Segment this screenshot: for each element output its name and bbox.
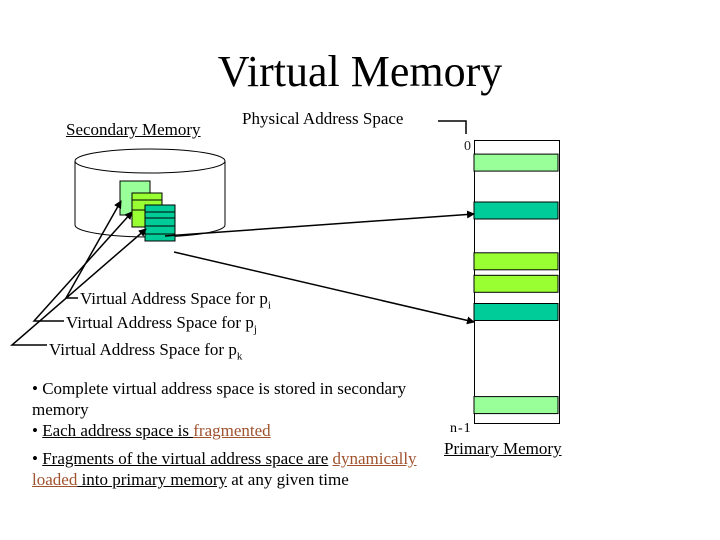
memory-slot-1 [473, 153, 559, 172]
bullet-item: • Complete virtual address space is stor… [32, 379, 407, 419]
memory-slot-5 [473, 303, 559, 321]
vas-label-text: Virtual Address Space for p [80, 289, 268, 308]
bullet-item: • Each address space is fragmented [32, 420, 432, 441]
pointer-arrow-pk [9, 228, 147, 346]
bullet-marker: • [32, 449, 43, 468]
bullet-text: Fragments of the virtual address space a… [42, 449, 329, 468]
vas-label-pj: Virtual Address Space for pj [66, 313, 257, 335]
page-title: Virtual Memory [217, 47, 503, 96]
address-zero-label: 0 [464, 139, 471, 154]
memory-slots [473, 153, 559, 415]
memory-slot-6 [473, 396, 559, 415]
vas-label-text: Virtual Address Space for p [49, 340, 237, 359]
vas-subscript: j [253, 323, 257, 336]
bullet-list: • Complete virtual address space is stor… [32, 378, 432, 490]
address-range-bracket [438, 120, 467, 134]
bullet-item: • Fragments of the virtual address space… [32, 448, 432, 490]
vas-label-pi: Virtual Address Space for pi [80, 289, 271, 311]
emphasis-text: dynamically loaded [32, 449, 417, 489]
address-last-label: n-1 [450, 421, 472, 436]
physical-address-space-label: Physical Address Space [242, 109, 404, 128]
vas-page-pk [144, 204, 176, 242]
vas-subscript: k [236, 350, 243, 363]
bullet-marker: • [32, 421, 43, 440]
vas-label-text: Virtual Address Space for p [66, 313, 254, 332]
primary-memory-label: Primary Memory [444, 439, 562, 458]
memory-slot-3 [473, 252, 559, 271]
secondary-memory-label: Secondary Memory [66, 120, 201, 139]
bullet-text: at any given time [227, 470, 349, 489]
bullet-text: Each address space is [42, 421, 194, 440]
bullet-text: into primary memory [77, 470, 227, 489]
memory-slot-4 [473, 274, 559, 293]
memory-slot-2 [473, 201, 559, 220]
vas-subscript: i [267, 299, 271, 312]
load-arrow-upper [164, 210, 475, 237]
emphasis-text: fragmented [193, 421, 271, 440]
load-arrow-lower [173, 251, 475, 325]
vas-label-pk: Virtual Address Space for pk [49, 340, 242, 362]
pointer-arrow-pj [32, 211, 133, 322]
